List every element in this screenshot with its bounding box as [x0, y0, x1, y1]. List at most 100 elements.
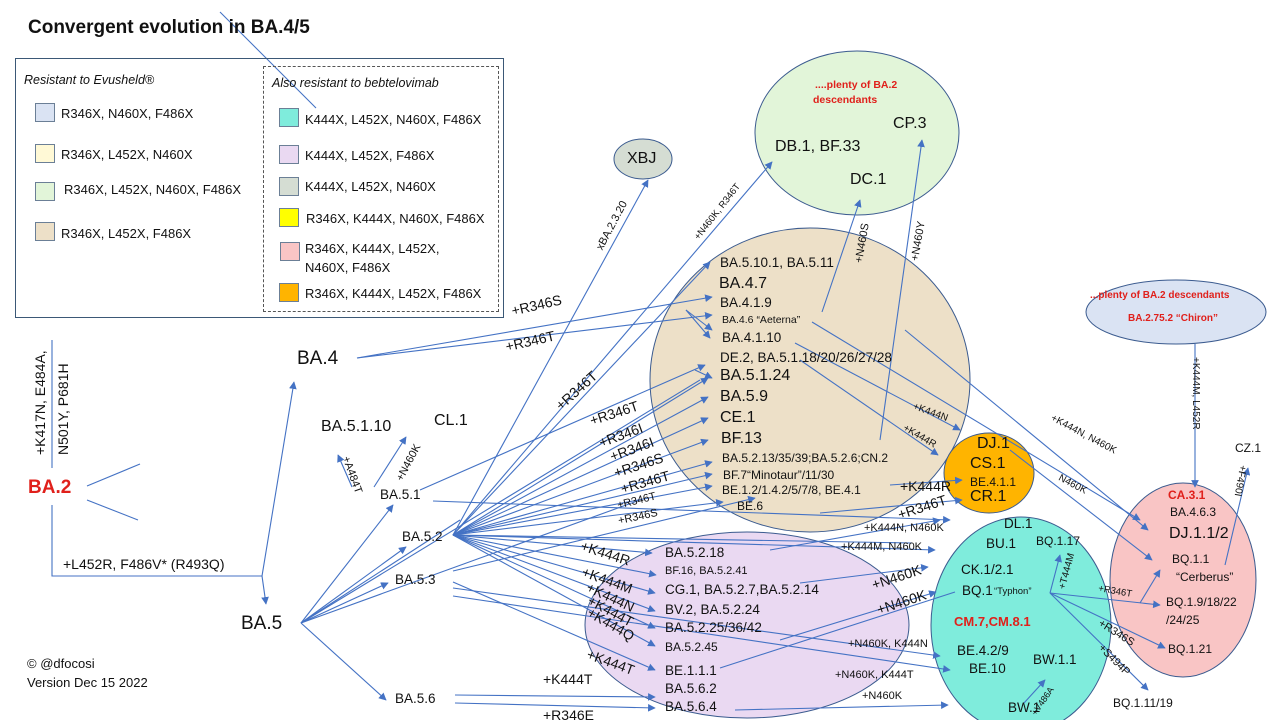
edges: [51, 11, 1251, 712]
cyan-item: DL.1: [1004, 516, 1033, 531]
cyan-cluster-ellipse: [930, 516, 1112, 720]
lineage-bq1-11: BQ.1.11/19: [1113, 696, 1173, 710]
orange-item: CS.1: [970, 455, 1006, 472]
pink-highlight: CA.3.1: [1168, 488, 1206, 502]
tan-item: BA.4.7: [719, 275, 768, 292]
cyan-item: BE.4.2/9: [957, 643, 1009, 658]
copyright: © @dfocosi: [27, 656, 95, 671]
cyan-item-nickname: “Typhon”: [994, 586, 1032, 597]
legend-item-label: R346X, K444X, L452X,: [305, 241, 440, 256]
lilac-cluster-ellipse: [584, 531, 910, 719]
mutation-label: +K444M, N460K: [841, 541, 923, 553]
legend-swatch: [35, 182, 55, 201]
legend-item-label: K444X, L452X, F486X: [305, 148, 435, 163]
legend-bebtelovimab-heading: Also resistant to bebtelovimab: [272, 76, 439, 90]
blue-cluster-ellipse: [1085, 279, 1267, 345]
legend-swatch: [279, 145, 299, 164]
orange-cluster-ellipse: [943, 432, 1035, 514]
page-title: Convergent evolution in BA.4/5: [28, 17, 310, 38]
cyan-item: BQ.1.17: [1036, 534, 1081, 548]
green-cluster-note-1: ....plenty of BA.2: [815, 79, 898, 91]
legend: [15, 58, 504, 318]
green-item: DB.1, BF.33: [775, 138, 861, 155]
legend-item-label: R346X, L452X, N460X: [61, 147, 193, 162]
mutation-label: +R346E: [543, 707, 594, 723]
lilac-item: BA.5.2.18: [665, 545, 725, 560]
legend-swatch: [279, 177, 299, 196]
tan-item: BA.4.6 “Aeterna”: [722, 314, 801, 326]
tan-item: BA.5.1.24: [720, 367, 791, 384]
legend-swatch: [279, 283, 299, 302]
lineage-ba5-1-10: BA.5.1.10: [321, 418, 392, 435]
ba2-label: BA.2: [28, 477, 72, 498]
cyan-item: BQ.1: [962, 583, 993, 598]
lineage-xbj: XBJ: [627, 150, 657, 167]
tan-item: BA.4.1.9: [720, 295, 772, 310]
legend-item-label: R346X, N460X, F486X: [61, 106, 194, 121]
lineage-ba5-3: BA.5.3: [395, 572, 436, 587]
tan-item: BA.5.10.1, BA.5.11: [720, 255, 834, 270]
tan-item: BF.13: [721, 430, 762, 447]
lilac-item: BA.5.2.25/36/42: [665, 620, 762, 635]
xbj-ellipse: [613, 138, 673, 180]
tan-item: BF.7“Minotaur”/11/30: [723, 468, 835, 482]
mutation-label: +K444M, L452R: [1190, 357, 1201, 430]
lilac-item: BE.1.1.1: [665, 663, 717, 678]
ba4-label: BA.4: [297, 348, 339, 369]
legend-swatch: [35, 103, 55, 122]
legend-item-label: R346X, K444X, L452X, F486X: [305, 286, 482, 301]
legend-swatch: [279, 208, 299, 227]
tan-item: BE.1.2/1.4.2/5/7/8, BE.4.1: [722, 483, 861, 497]
cyan-item: BU.1: [986, 536, 1017, 551]
pink-item: BQ.1.21: [1168, 642, 1213, 656]
tan-item: BA.5.9: [720, 388, 769, 405]
green-item: CP.3: [893, 115, 927, 132]
pink-item: BQ.1.1: [1172, 552, 1210, 566]
lineage-cz1: CZ.1: [1235, 441, 1262, 455]
orange-item: DJ.1: [977, 435, 1010, 452]
lineage-ba5-6: BA.5.6: [395, 691, 436, 706]
pink-item: BA.4.6.3: [1170, 505, 1217, 519]
pink-cluster-ellipse: [1109, 482, 1257, 678]
legend-item-label: K444X, L452X, N460X, F486X: [305, 112, 482, 127]
orange-item: CR.1: [970, 488, 1007, 505]
pink-item-nickname: “Cerberus”: [1176, 570, 1234, 584]
tan-item: CE.1: [720, 409, 756, 426]
legend-evusheld-heading: Resistant to Evusheld®: [24, 73, 155, 87]
blue-cluster-note: ...plenty of BA.2 descendants: [1090, 290, 1230, 301]
cyan-item: BW.1: [1008, 700, 1041, 715]
lilac-item: BA.5.2.45: [665, 640, 718, 654]
tan-item: BA.4.1.10: [722, 330, 782, 345]
orange-item: BE.4.1.1: [970, 475, 1017, 489]
lilac-item: BF.16, BA.5.2.41: [665, 565, 748, 577]
green-item: DC.1: [850, 171, 887, 188]
legend-swatch: [279, 108, 299, 127]
mutation-label: +N460K: [862, 690, 903, 702]
tan-item: BA.5.2.13/35/39;BA.5.2.6;CN.2: [722, 451, 889, 465]
legend-swatch: [35, 144, 55, 163]
pink-item: BQ.1.9/18/22: [1166, 595, 1237, 609]
legend-item-label-line2: N460X, F486X: [305, 260, 391, 275]
legend-bebtelovimab-group: [263, 66, 499, 312]
cyan-item: BE.10: [969, 661, 1006, 676]
legend-swatch: [35, 222, 55, 241]
green-cluster-ellipse: [754, 50, 960, 216]
cyan-item: BW.1.1: [1033, 652, 1077, 667]
ba2-mutations-line1: +K417N, E484A,: [32, 350, 48, 455]
lilac-item: CG.1, BA.5.2.7,BA.5.2.14: [665, 582, 819, 597]
green-cluster-note-2: descendants: [813, 94, 878, 106]
lineage-ba5-1: BA.5.1: [380, 487, 421, 502]
pink-item: DJ.1.1/2: [1169, 525, 1229, 542]
lilac-item: BA.5.6.4: [665, 699, 717, 714]
ba5-label: BA.5: [241, 613, 283, 634]
legend-swatch: [280, 242, 300, 261]
legend-item-label: R346X, K444X, N460X, F486X: [306, 211, 485, 226]
legend-item-label: R346X, L452X, N460X, F486X: [64, 182, 242, 197]
lilac-item: BV.2, BA.5.2.24: [665, 602, 760, 617]
mutation-label: +K444N, N460K: [864, 522, 944, 534]
ba45-mutations: +L452R, F486V* (R493Q): [63, 556, 225, 572]
tan-item: DE.2, BA.5.1.18/20/26/27/28: [720, 350, 892, 365]
cyan-item: CK.1/2.1: [961, 562, 1014, 577]
mutation-label: +N460K, K444T: [835, 669, 914, 681]
